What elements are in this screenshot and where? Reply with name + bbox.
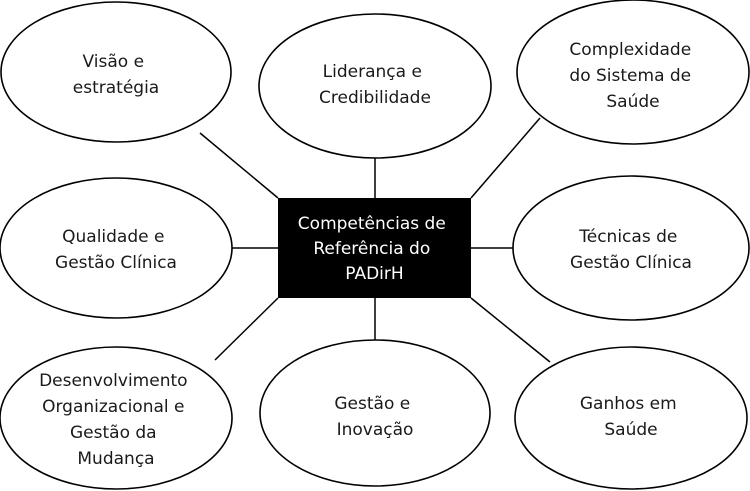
connector-complexidade <box>470 117 541 199</box>
center-box: Competências de Referência do PADirH <box>278 198 471 298</box>
node-ganhos-saude: Ganhos em Saúde <box>514 346 748 490</box>
node-lideranca-credibilidade-label: Liderança e Credibilidade <box>319 62 431 108</box>
node-gestao-inovacao: Gestão e Inovação <box>259 339 491 487</box>
node-lideranca-credibilidade: Liderança e Credibilidade <box>258 13 492 159</box>
connector-visao <box>199 132 279 199</box>
node-complexidade-sistema-saude: Complexidade do Sistema de Saúde <box>516 0 750 145</box>
node-desenvolvimento-organizacional: Desenvolvimento Organizacional e Gestão … <box>0 346 233 490</box>
connector-lines <box>199 117 551 363</box>
node-visao-estrategia: Visão e estratégia <box>0 1 232 143</box>
node-desenvolvimento-organizacional-label: Desenvolvimento Organizacional e Gestão … <box>39 371 193 469</box>
node-tecnicas-gestao-clinica: Técnicas de Gestão Clínica <box>512 175 750 321</box>
node-qualidade-gestao-clinica-label: Qualidade e Gestão Clínica <box>55 227 177 273</box>
node-complexidade-sistema-saude-label: Complexidade do Sistema de Saúde <box>569 40 696 112</box>
node-ganhos-saude-label: Ganhos em Saúde <box>580 394 682 440</box>
node-qualidade-gestao-clinica: Qualidade e Gestão Clínica <box>0 177 233 319</box>
node-visao-estrategia-label: Visão e estratégia <box>73 52 159 98</box>
node-gestao-inovacao-label: Gestão e Inovação <box>334 394 415 440</box>
connector-ganhos <box>470 297 551 363</box>
center-label: Competências de Referência do PADirH <box>298 214 451 284</box>
connector-desenvolvimento <box>214 297 279 361</box>
node-tecnicas-gestao-clinica-label: Técnicas de Gestão Clínica <box>570 227 692 273</box>
